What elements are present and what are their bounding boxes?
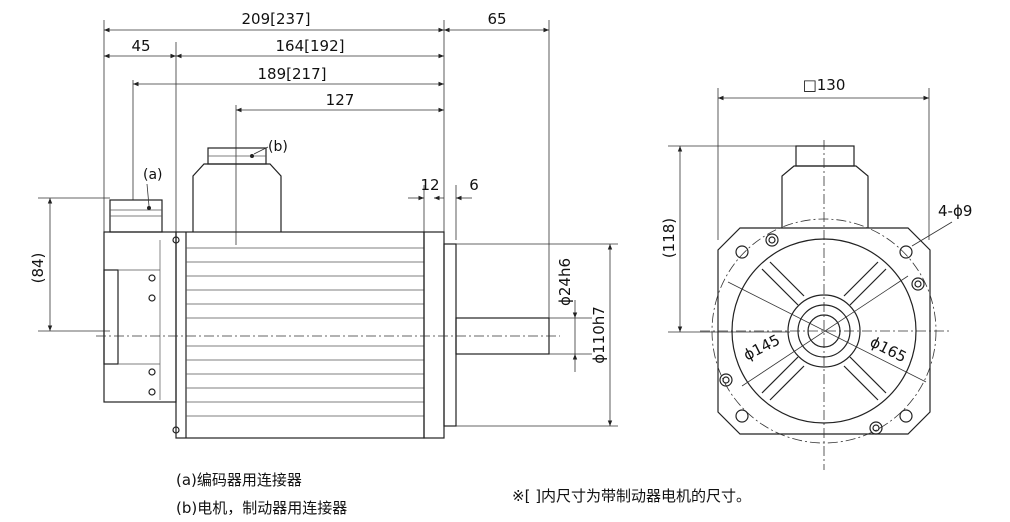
legend-a: (a)编码器用连接器: [176, 471, 302, 489]
dim-body-length: 164[192]: [276, 37, 345, 55]
dim-height-to-connector: (118): [660, 218, 678, 258]
dim-step-thickness: 6: [469, 176, 479, 194]
dim-flange-square: □130: [803, 76, 846, 94]
legend: (a)编码器用连接器 (b)电机，制动器用连接器: [176, 471, 347, 517]
legend-b: (b)电机，制动器用连接器: [176, 499, 347, 517]
dim-length-encoder: 189[217]: [258, 65, 327, 83]
dim-flange-step: 12: [420, 176, 439, 194]
dim-spigot-diameter: ϕ110h7: [590, 306, 608, 364]
cooling-fins: [186, 247, 424, 417]
dim-length-power: 127: [326, 91, 355, 109]
dim-shaft-length: 65: [487, 10, 506, 28]
dim-mounting-holes: 4-ϕ9: [938, 202, 972, 220]
dim-shaft-diameter: ϕ24h6: [556, 258, 574, 306]
label-encoder-connector: (a): [143, 167, 163, 183]
label-power-connector: (b): [268, 139, 288, 155]
side-view: 209[237] 65 45 164[192] 189[217] 127 12 …: [29, 10, 618, 439]
front-view: □130 (118): [660, 76, 972, 470]
dim-outer-circle: ϕ165: [867, 333, 910, 367]
dim-rear-offset: 45: [131, 37, 150, 55]
dim-connector-height: (84): [29, 253, 47, 284]
footnote: ※[ ]内尺寸为带制动器电机的尺寸。: [512, 487, 751, 505]
dim-bolt-circle: ϕ145: [740, 331, 783, 365]
dim-overall-length: 209[237]: [242, 10, 311, 28]
